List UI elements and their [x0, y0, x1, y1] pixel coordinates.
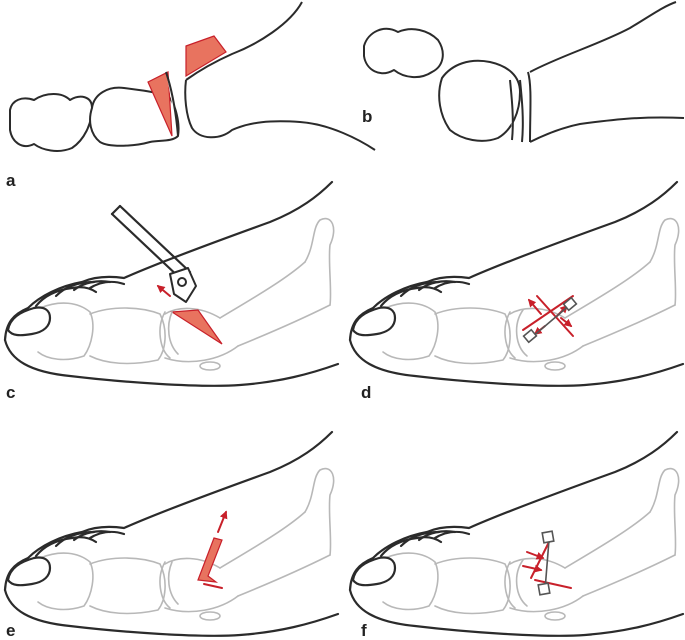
resection-wedge — [170, 309, 223, 345]
panel-a-illustration — [9, 1, 376, 152]
resection-wedge-distal — [147, 71, 173, 137]
chevron-osteotomy — [197, 537, 223, 583]
panel-f-illustration — [348, 430, 685, 637]
panel-d-illustration — [348, 180, 685, 387]
resection-wedge-proximal — [185, 35, 227, 78]
panel-label-d: d — [361, 383, 372, 402]
panel-label-b: b — [362, 107, 373, 126]
panel-b-illustration — [363, 1, 685, 143]
panel-label-a: a — [6, 171, 16, 190]
panel-label-c: c — [6, 383, 16, 402]
panel-e-illustration — [3, 430, 340, 637]
panel-label-f: f — [361, 621, 367, 640]
panel-label-e: e — [6, 621, 16, 640]
panel-c-illustration — [3, 180, 340, 387]
